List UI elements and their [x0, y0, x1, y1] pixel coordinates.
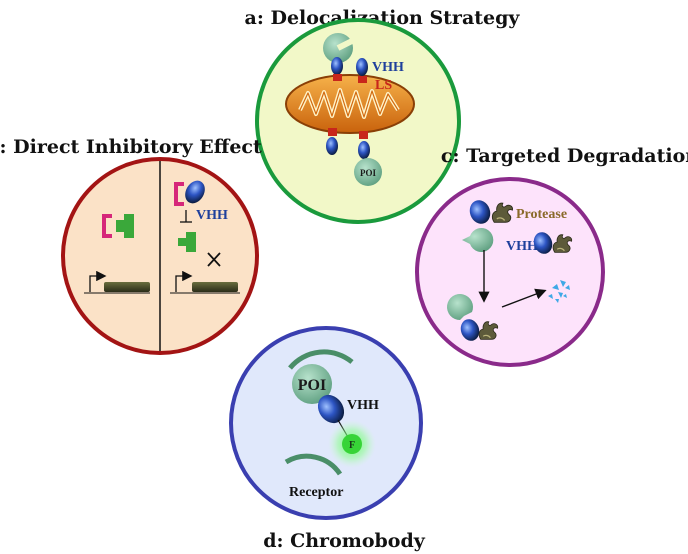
- vhh-shape: [185, 180, 205, 204]
- vhh-shape: [460, 319, 480, 341]
- panel-c-circle: [415, 177, 605, 367]
- gene-box: [104, 282, 150, 292]
- ls-tag: [328, 128, 337, 136]
- poi-label: POI: [298, 377, 326, 394]
- poi-shape: [446, 293, 473, 320]
- poi-shape: [292, 364, 332, 404]
- panel-a-delocalization: a: Delocalization Strategy VHH LS POI: [245, 7, 521, 224]
- promoter-arrow: [89, 270, 107, 292]
- ls-label: LS: [375, 78, 392, 93]
- fluorophore-label: F: [349, 440, 355, 451]
- receptor-arc-bottom: [284, 453, 343, 476]
- vhh-shape: [326, 137, 338, 155]
- panel-b-direct-inhibition: b: Direct Inhibitory Effect VHH: [0, 136, 262, 355]
- vhh-shape: [469, 200, 491, 224]
- poi-shape: [462, 228, 494, 252]
- panel-c-targeted-degradation: c: Targeted Degradation Protease VHH: [415, 145, 688, 367]
- vhh-label: VHH: [372, 60, 404, 75]
- receptor-arc-top: [288, 349, 354, 370]
- receptor-label: Receptor: [289, 485, 343, 500]
- panel-d-chromobody: d: Chromobody POI VHH F Receptor: [229, 326, 426, 552]
- ls-tag: [359, 131, 368, 139]
- panel-a-title: a: Delocalization Strategy: [245, 7, 521, 29]
- panel-b-title: b: Direct Inhibitory Effect: [0, 136, 262, 158]
- vhh-label: VHH: [347, 398, 379, 413]
- poi-shape: [354, 158, 382, 186]
- protease-label: Protease: [516, 207, 567, 222]
- flow-arrow-degrade: [501, 288, 547, 308]
- ligand-block: [116, 214, 134, 238]
- panel-d-title: d: Chromobody: [263, 530, 426, 552]
- gene-box: [192, 282, 238, 292]
- mitochondrion: [285, 74, 415, 134]
- vhh-shape: [331, 57, 343, 75]
- blocked-x-icon: [207, 252, 221, 267]
- degraded-fragments: [548, 280, 570, 303]
- panel-d-circle: [229, 326, 423, 520]
- panel-c-title: c: Targeted Degradation: [441, 145, 688, 167]
- vhh-label: VHH: [506, 239, 538, 254]
- vhh-label: VHH: [196, 208, 228, 223]
- ls-tag: [333, 74, 342, 81]
- poi-label: POI: [360, 168, 376, 178]
- promoter-arrow: [175, 270, 193, 292]
- target-bracket: [102, 214, 112, 238]
- fluorophore: [342, 434, 362, 454]
- target-bracket: [174, 182, 184, 206]
- vhh-shape: [317, 394, 345, 424]
- vhh-shape: [533, 232, 553, 254]
- vhh-shape: [356, 58, 368, 76]
- ls-tag: [358, 76, 367, 83]
- vhh-shape: [358, 141, 370, 159]
- ligand-block: [178, 232, 196, 252]
